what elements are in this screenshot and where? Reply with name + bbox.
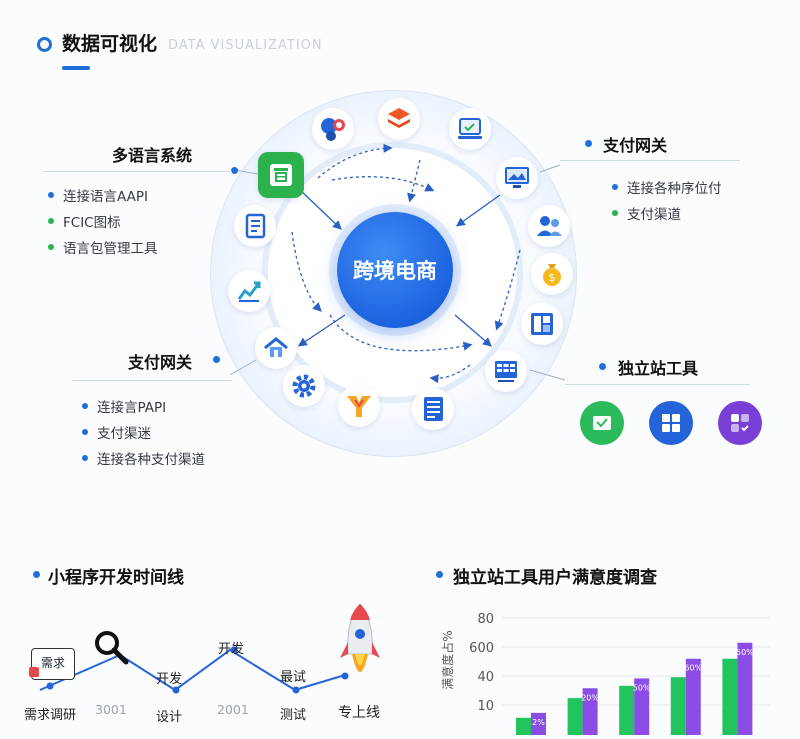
left-top-line [42,171,232,172]
grid-icon[interactable] [649,401,693,445]
left-bottom-item: 连接言PAPI [82,396,166,416]
left-bottom-item: 支付渠迷 [82,422,151,442]
document-list-icon[interactable] [412,388,454,430]
timeline-title: 小程序开发时间线 [48,568,184,588]
laptop-check-icon[interactable] [449,108,491,150]
timeline-number: 3001 [95,702,127,717]
title-underline [62,66,90,70]
bar-green [567,698,583,735]
timeline-number: 2001 [217,702,249,717]
right-top-item: 连接各种序位付 [612,177,722,197]
left-bottom-dot [213,356,220,363]
left-top-item: FCIC图标 [48,211,121,231]
y-tick-label: 10 [477,699,494,714]
left-top-title: 多语言系统 [112,146,193,165]
left-bottom-line [72,380,232,381]
bar-green [619,685,635,735]
timeline-step-label: 开发 [156,672,183,687]
bar-purple [634,678,650,735]
bar-green [722,658,738,735]
bar-purple [737,642,753,735]
chat-bubble-icon[interactable] [312,108,354,150]
right-top-dot [585,140,592,147]
bar-data-label: 2% [532,718,545,727]
timeline-step-label: 需求调研 [24,708,77,723]
right-bottom-title: 独立站工具 [618,359,699,378]
store-icon[interactable] [580,401,624,445]
left-bottom-item: 连接各种支付渠道 [82,448,205,468]
home-icon[interactable] [255,327,297,369]
right-top-line [560,160,740,161]
rocket-icon [340,603,380,672]
y-logo-icon[interactable] [338,385,380,427]
magnifier-icon [95,631,129,665]
notes-icon[interactable] [234,205,276,247]
right-bottom-line [565,384,750,385]
timeline-step-label: 开发 [218,642,245,657]
hub-center: 跨境电商 [337,212,453,328]
users-icon[interactable] [528,205,570,247]
y-tick-label: 600 [469,641,494,656]
left-top-item: 语言包管理工具 [48,237,158,257]
money-bag-icon[interactable]: $ [531,253,573,295]
bar-purple [685,658,701,735]
requirements-badge-text: 需求 [40,656,65,670]
gear-icon[interactable] [283,365,325,407]
timeline-step-label: 最试 [280,670,307,685]
svg-text:$: $ [549,271,556,284]
survey-title: 独立站工具用户满意度调查 [453,568,657,588]
header-bullet-icon [37,37,52,52]
shopping-bag-icon[interactable] [718,401,762,445]
layers-icon[interactable] [378,98,420,140]
monitor-chart-icon[interactable] [496,157,538,199]
spreadsheet-icon[interactable] [485,350,527,392]
right-top-title: 支付网关 [603,136,668,155]
survey-dot [436,571,443,578]
y-axis-label: 满意度占% [440,630,455,689]
left-top-dot [231,167,238,174]
left-bottom-title: 支付网关 [128,353,193,372]
growth-chart-icon[interactable] [228,270,270,312]
y-tick-label: 80 [477,612,494,627]
y-tick-label: 40 [477,670,494,685]
bar-data-label: 60% [684,664,702,673]
right-bottom-dot [599,363,606,370]
timeline-step-label: 测试 [280,708,307,723]
timeline-step-label: 设计 [156,710,183,725]
timeline-step-label: 专上线 [338,705,380,721]
hub-label: 跨境电商 [353,259,437,283]
timeline-dot [33,571,40,578]
bar-data-label: 50% [633,683,651,692]
left-top-item: 连接语言AAPI [48,185,148,205]
survey-chart-svg: 满意度占% 10 40 600 80 2% 20% 50% 60% 50% [440,612,770,735]
bar-purple [582,688,598,735]
bar-green [670,677,686,735]
translate-app-icon[interactable] [258,152,304,198]
bar-green [516,717,531,735]
timeline-path [39,646,349,694]
survey-chart: 满意度占% 10 40 600 80 2% 20% 50% 60% 50% [440,598,780,735]
bar-purple [531,712,546,735]
badge-accent-icon [29,667,39,677]
bar-data-label: 50% [736,648,754,657]
right-top-item: 支付渠道 [612,203,681,223]
page-title: 数据可视化 [62,33,158,55]
page-subtitle-ghost: DATA VISUALIZATION [168,38,323,53]
dashboard-layout-icon[interactable] [521,303,563,345]
bar-data-label: 20% [581,693,599,702]
